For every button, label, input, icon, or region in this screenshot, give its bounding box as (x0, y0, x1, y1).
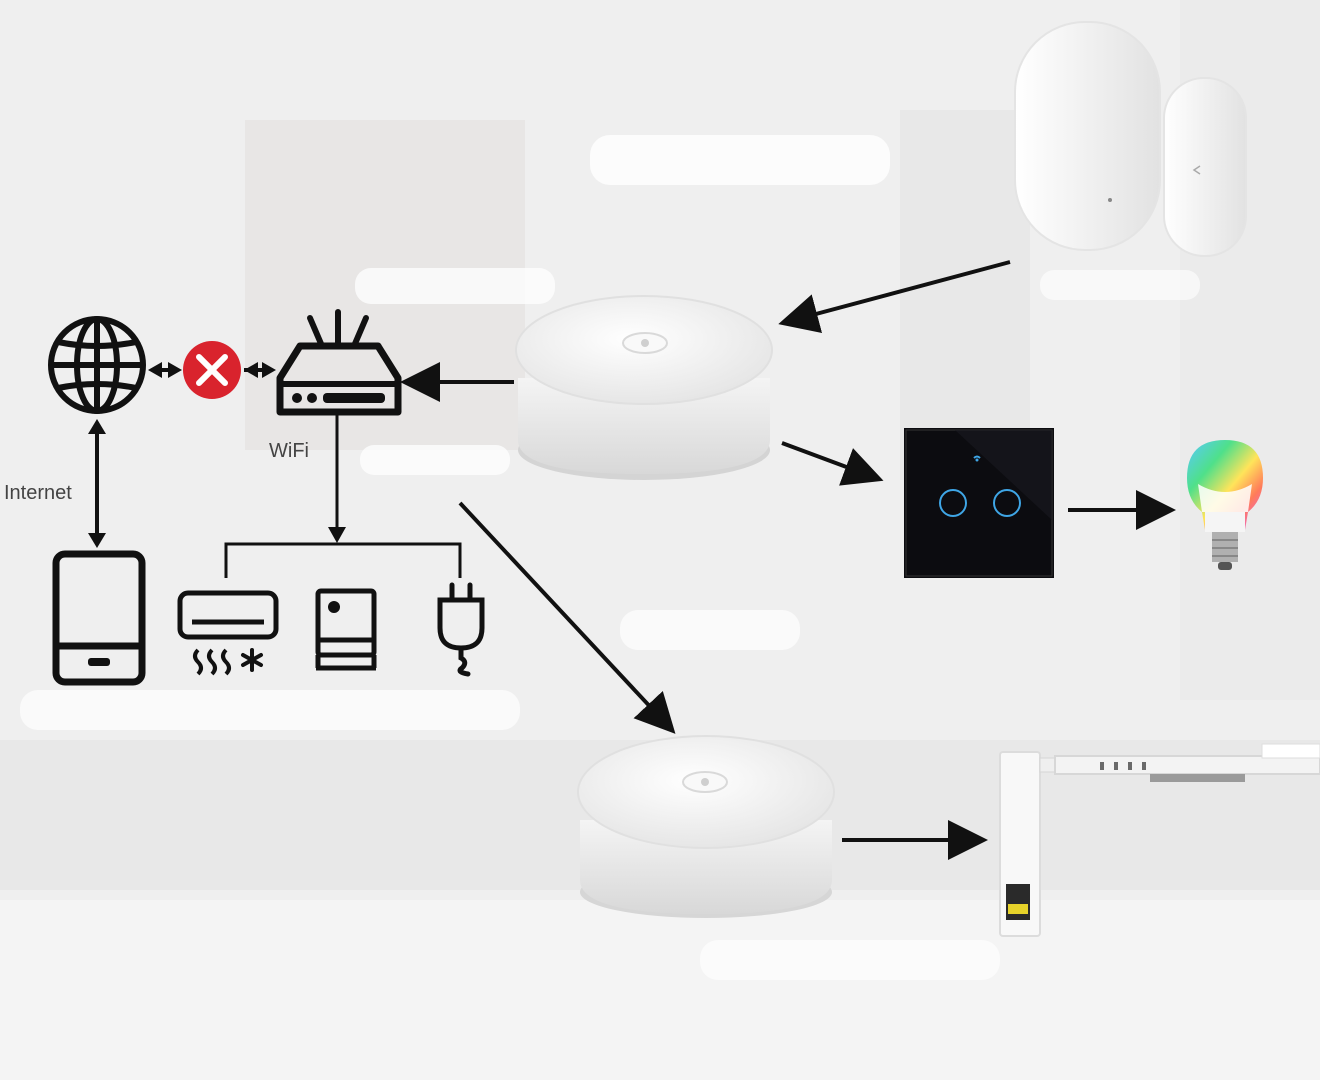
hub-to-switch-arrow (781, 441, 884, 486)
air-conditioner-icon (177, 590, 279, 676)
internet-label: Internet (4, 482, 72, 504)
air-purifier-icon (315, 588, 377, 671)
sensor-to-hub-arrow (778, 260, 1011, 334)
zigbee-hub-secondary (577, 735, 835, 918)
door-sensor (1014, 21, 1247, 257)
plug-icon (437, 582, 485, 677)
flow-arrows (400, 260, 1176, 860)
globe-icon (48, 316, 146, 414)
touch-wall-switch (904, 428, 1054, 578)
router-icon (276, 309, 402, 416)
close-icon (183, 341, 241, 399)
smartphone-icon (52, 550, 146, 686)
router-appliance-connection (224, 414, 462, 578)
globe-router-connection (148, 362, 276, 378)
router-to-secondary-hub-arrow (458, 501, 676, 734)
wifi-label: WiFi (269, 440, 309, 462)
internet-connection-arrow (88, 419, 106, 548)
zigbee-hub-main (515, 295, 773, 480)
rgb-smart-bulb (1187, 440, 1263, 570)
curtain-motor (999, 743, 1320, 937)
